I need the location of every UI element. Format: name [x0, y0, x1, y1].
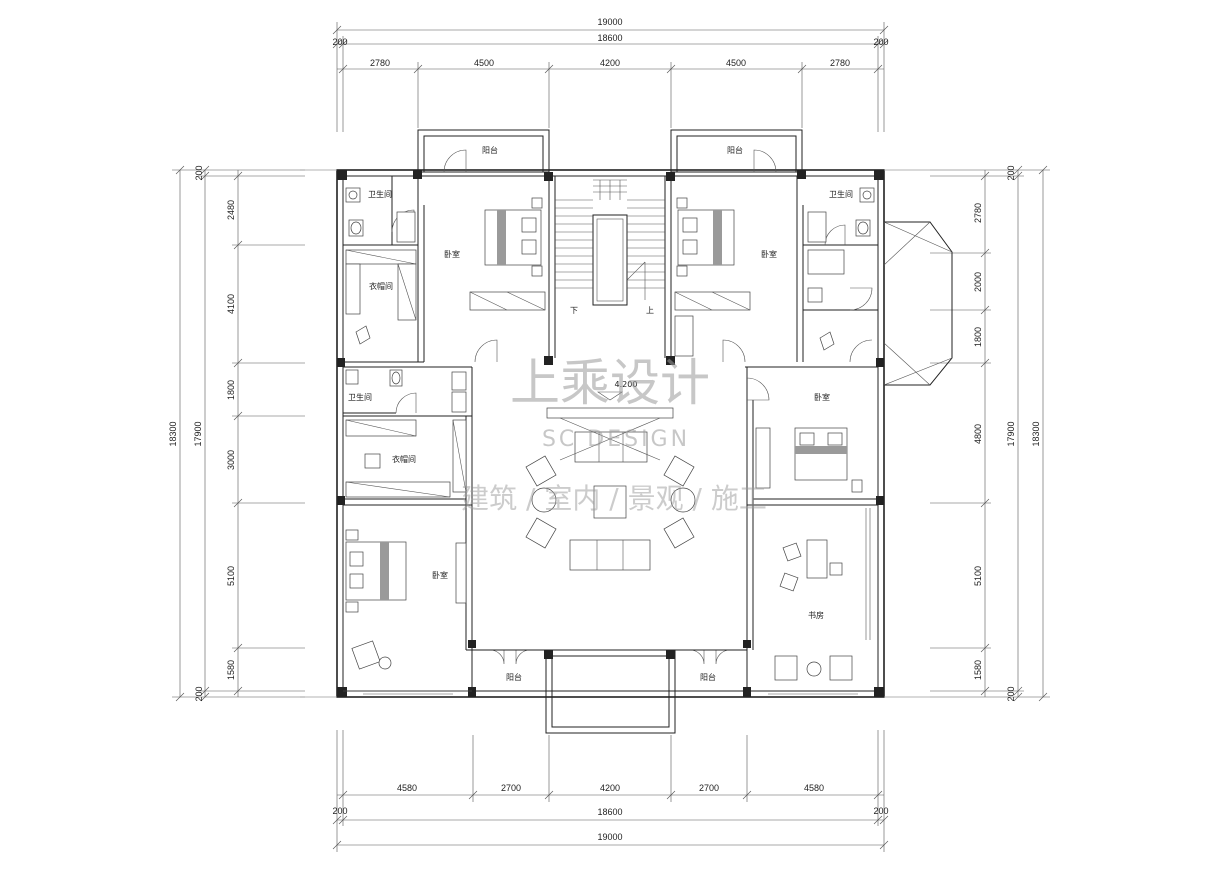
top-seg-1: 2780 [370, 58, 390, 68]
balcony-top-right-label: 阳台 [727, 145, 743, 155]
bath-mid-left-fixtures [345, 369, 467, 413]
bath-top-right-fixtures [807, 187, 875, 351]
bedroom-top-left-furniture [469, 197, 546, 311]
top-dimension-group: 19000 18600 200 200 2780 4500 4200 4500 … [332, 17, 889, 132]
left-edge-top-dim: 200 [194, 165, 204, 180]
top-total-dim: 19000 [597, 17, 622, 27]
bottom-seg-2: 2700 [501, 783, 521, 793]
right-seg-6: 1580 [973, 660, 983, 680]
bedroom-bottom-left-label: 卧室 [432, 570, 448, 580]
balcony-bottom-left-label: 阳台 [506, 672, 522, 682]
interior-walls [343, 176, 878, 695]
balcony-top-left-label: 阳台 [482, 145, 498, 155]
stair-up-label: 上 [646, 306, 654, 315]
top-seg-3: 4200 [600, 58, 620, 68]
exterior-walls [300, 169, 930, 698]
closet-top-left-shelves [345, 249, 417, 345]
bedroom-bottom-left-furniture [345, 529, 467, 670]
right-edge-bottom-dim: 200 [1006, 686, 1016, 701]
left-edge-bottom-dim: 200 [194, 686, 204, 701]
closet-mid-left-label: 衣帽间 [392, 454, 416, 464]
bottom-seg-3: 4200 [600, 783, 620, 793]
bottom-edge-right-dim: 200 [873, 806, 888, 816]
top-seg-2: 4500 [474, 58, 494, 68]
left-seg-4: 3000 [226, 450, 236, 470]
bedroom-top-right-label: 卧室 [761, 249, 777, 259]
left-seg-2: 4100 [226, 294, 236, 314]
bottom-mid-dim: 18600 [597, 807, 622, 817]
living-area-furniture [525, 391, 696, 571]
top-mid-dim: 18600 [597, 33, 622, 43]
top-seg-4: 4500 [726, 58, 746, 68]
top-balconies [417, 129, 803, 173]
left-seg-1: 2480 [226, 200, 236, 220]
top-edge-right-dim: 200 [873, 37, 888, 47]
elevation-label: 4.200 [615, 380, 638, 389]
right-dimension-group: 2780 2000 1800 4800 5100 1580 17900 1830… [930, 165, 1050, 702]
bedroom-right-mid-furniture [755, 427, 863, 493]
watermark-brand-en: SC DESIGN [542, 427, 690, 452]
right-seg-1: 2780 [973, 203, 983, 223]
bottom-dimension-group: 4580 2700 4200 2700 4580 18600 200 200 1… [332, 730, 889, 852]
balcony-bottom-right-label: 阳台 [700, 672, 716, 682]
study-furniture [774, 508, 871, 681]
stair-down-label: 下 [570, 306, 578, 315]
closet-mid-left-shelves [345, 419, 467, 498]
left-total-dim: 18300 [168, 421, 178, 446]
bath-top-left-label: 卫生间 [368, 189, 392, 199]
left-seg-5: 5100 [226, 566, 236, 586]
watermark-services: 建筑 / 室内 / 景观 / 施工 [461, 482, 767, 515]
closet-top-left-label: 衣帽间 [369, 281, 393, 291]
top-seg-5: 2780 [830, 58, 850, 68]
right-edge-top-dim: 200 [1006, 165, 1016, 180]
bottom-total-dim: 19000 [597, 832, 622, 842]
bedroom-top-right-furniture [674, 197, 751, 357]
bath-top-left-fixtures [345, 187, 416, 243]
right-seg-5: 5100 [973, 566, 983, 586]
bottom-seg-1: 4580 [397, 783, 417, 793]
right-total-dim: 18300 [1031, 421, 1041, 446]
bedroom-top-left-label: 卧室 [444, 249, 460, 259]
left-dimension-group: 18300 17900 200 200 2480 4100 1800 3000 … [168, 165, 305, 702]
bottom-edge-left-dim: 200 [332, 806, 347, 816]
left-mid-dim: 17900 [193, 421, 203, 446]
staircase [555, 179, 665, 306]
bedroom-right-mid-label: 卧室 [814, 392, 830, 402]
bottom-seg-5: 4580 [804, 783, 824, 793]
right-seg-2: 2000 [973, 272, 983, 292]
bottom-porch [473, 649, 747, 734]
right-seg-3: 1800 [973, 327, 983, 347]
bath-top-right-label: 卫生间 [829, 189, 853, 199]
right-mid-dim: 17900 [1006, 421, 1016, 446]
study-label: 书房 [808, 610, 824, 620]
right-seg-4: 4800 [973, 424, 983, 444]
watermark-brand-cn: 上乘设计 [510, 354, 710, 412]
side-roof [883, 221, 953, 386]
top-edge-left-dim: 200 [332, 37, 347, 47]
left-seg-3: 1800 [226, 380, 236, 400]
watermark: 上乘设计 SC DESIGN 建筑 / 室内 / 景观 / 施工 [461, 354, 767, 515]
bottom-seg-4: 2700 [699, 783, 719, 793]
left-seg-6: 1580 [226, 660, 236, 680]
bath-mid-left-label: 卫生间 [348, 392, 372, 402]
